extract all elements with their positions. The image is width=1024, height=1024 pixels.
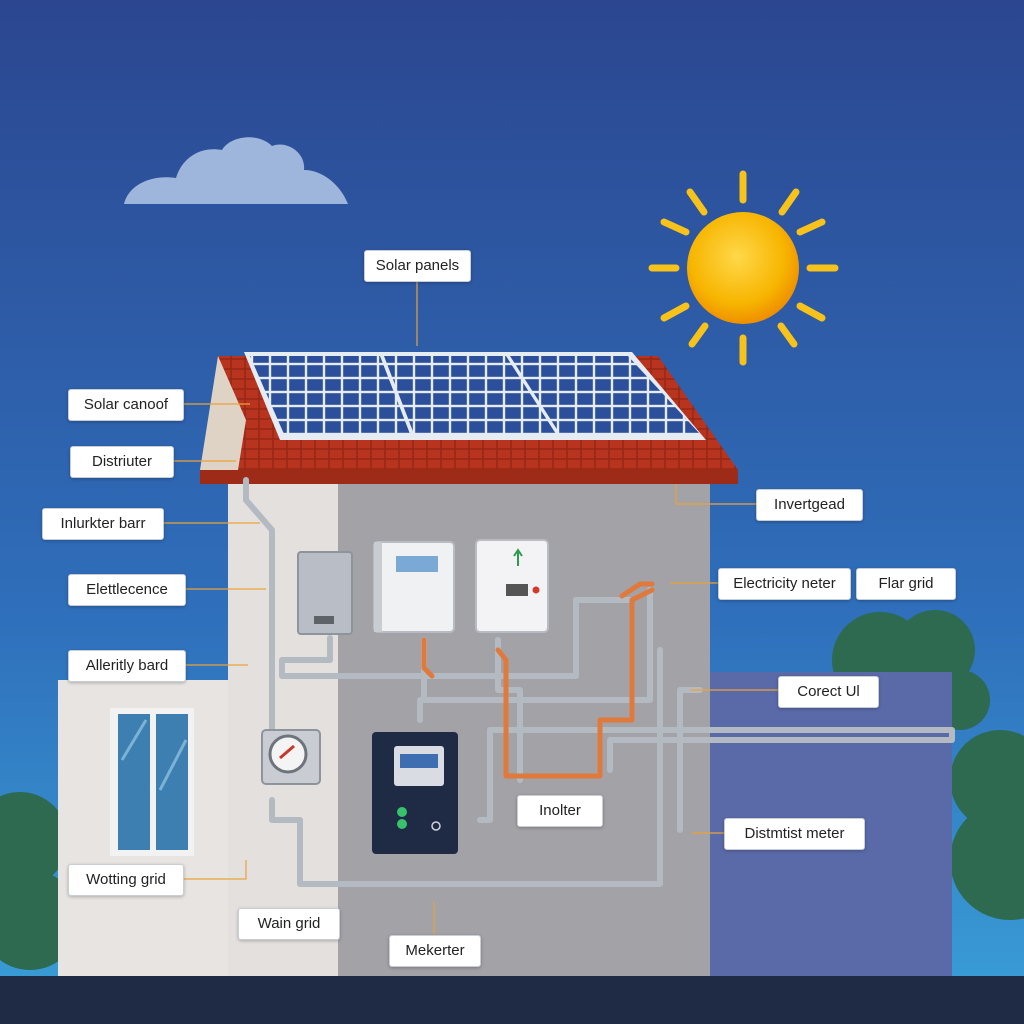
- solar-panel-icon: [244, 352, 706, 440]
- label-invertgead: Invertgead: [756, 489, 863, 521]
- label-inolter: Inolter: [517, 795, 603, 827]
- inverter-icon: [373, 541, 455, 633]
- leader-lines: [163, 278, 778, 935]
- label-wotting-grid: Wotting grid: [68, 864, 184, 896]
- sun-icon: [648, 170, 839, 366]
- meter-dial-icon: [261, 729, 321, 785]
- label-solar-panels: Solar panels: [364, 250, 471, 282]
- label-electricity-neter: Electricity neter: [718, 568, 851, 600]
- label-elettlecence: Elettlecence: [68, 574, 186, 606]
- cloud-icon: [124, 137, 348, 204]
- junction-box: [297, 551, 353, 635]
- battery-unit: [372, 732, 458, 854]
- ground-strip: [0, 976, 1024, 1024]
- label-solar-canoof: Solar canoof: [68, 389, 184, 421]
- label-wain-grid: Wain grid: [238, 908, 340, 940]
- window-icon: [110, 708, 194, 856]
- disconnect-box: [475, 539, 549, 633]
- copper-pipes: [421, 581, 655, 779]
- label-alleritly-bard: Alleritly bard: [68, 650, 186, 682]
- label-distmtist-meter: Distmtist meter: [724, 818, 865, 850]
- label-flar-grid: Flar grid: [856, 568, 956, 600]
- label-corect-ul: Corect Ul: [778, 676, 879, 708]
- label-inlurkter-barr: Inlurkter barr: [42, 508, 164, 540]
- label-mekerter: Mekerter: [389, 935, 481, 967]
- label-distriuter: Distriuter: [70, 446, 174, 478]
